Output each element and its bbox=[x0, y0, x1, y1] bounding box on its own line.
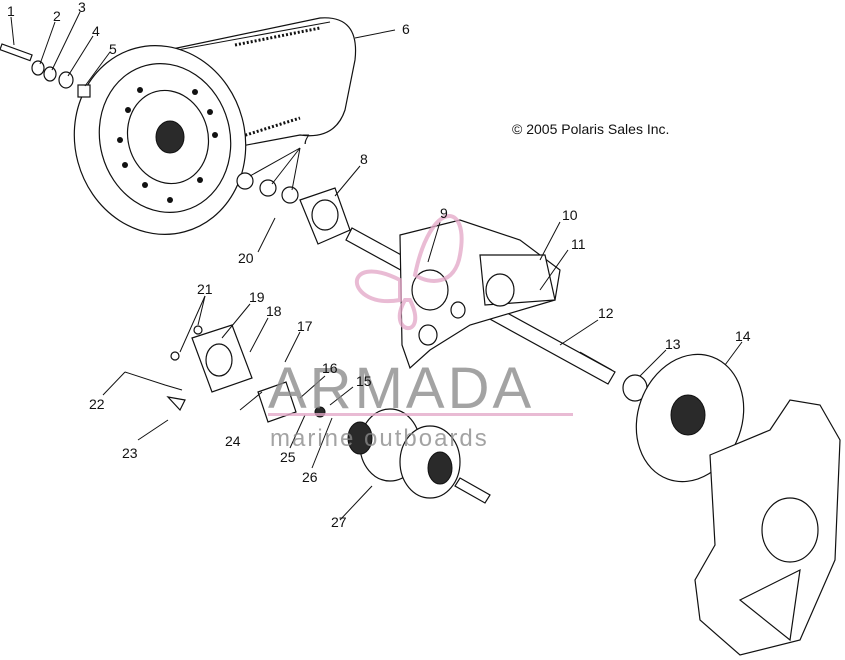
leader-lines bbox=[10, 11, 743, 521]
bearing-flange-gasket bbox=[299, 187, 351, 245]
callout-2: 2 bbox=[53, 8, 61, 24]
driven-clutch bbox=[635, 353, 745, 483]
spacer-washers bbox=[236, 172, 299, 204]
callout-14: 14 bbox=[735, 328, 751, 344]
watermark-tagline: marine outboards bbox=[270, 425, 489, 452]
callout-20: 20 bbox=[238, 250, 254, 266]
callout-7: 7 bbox=[302, 131, 310, 147]
bearing-support-bracket bbox=[399, 219, 561, 370]
callout-26: 26 bbox=[302, 469, 318, 485]
callout-3: 3 bbox=[78, 0, 86, 15]
callout-27: 27 bbox=[331, 514, 347, 530]
callout-1: 1 bbox=[7, 3, 15, 19]
reverse-gear-assembly bbox=[314, 406, 491, 504]
callout-19: 19 bbox=[249, 289, 265, 305]
callout-23: 23 bbox=[122, 445, 138, 461]
callout-9: 9 bbox=[440, 205, 448, 221]
callout-13: 13 bbox=[665, 336, 681, 352]
callout-6: 6 bbox=[402, 21, 410, 37]
callout-16: 16 bbox=[322, 360, 338, 376]
callout-15: 15 bbox=[356, 373, 372, 389]
callout-11: 11 bbox=[571, 236, 586, 252]
brake-caliper-parts bbox=[124, 324, 297, 423]
callout-25: 25 bbox=[280, 449, 296, 465]
engine-housing bbox=[694, 399, 841, 656]
callout-17: 17 bbox=[297, 318, 313, 334]
callout-24: 24 bbox=[225, 433, 241, 449]
copyright-notice: © 2005 Polaris Sales Inc. bbox=[512, 121, 669, 137]
callout-10: 10 bbox=[562, 207, 578, 223]
butterfly-logo-icon bbox=[354, 214, 464, 331]
callout-labels: 1 2 3 4 5 6 7 8 9 10 11 12 13 14 15 16 1… bbox=[7, 0, 751, 530]
callout-5: 5 bbox=[109, 41, 117, 57]
callout-22: 22 bbox=[89, 396, 105, 412]
callout-21: 21 bbox=[197, 281, 213, 297]
callout-18: 18 bbox=[266, 303, 282, 319]
bolt-and-washers bbox=[0, 43, 91, 98]
drive-clutch-pulley bbox=[73, 45, 247, 235]
callout-8: 8 bbox=[360, 151, 368, 167]
watermark: ARMADA marine outboards bbox=[268, 214, 573, 452]
watermark-brand: ARMADA bbox=[268, 356, 534, 421]
callout-4: 4 bbox=[92, 23, 100, 39]
callout-12: 12 bbox=[598, 305, 614, 321]
